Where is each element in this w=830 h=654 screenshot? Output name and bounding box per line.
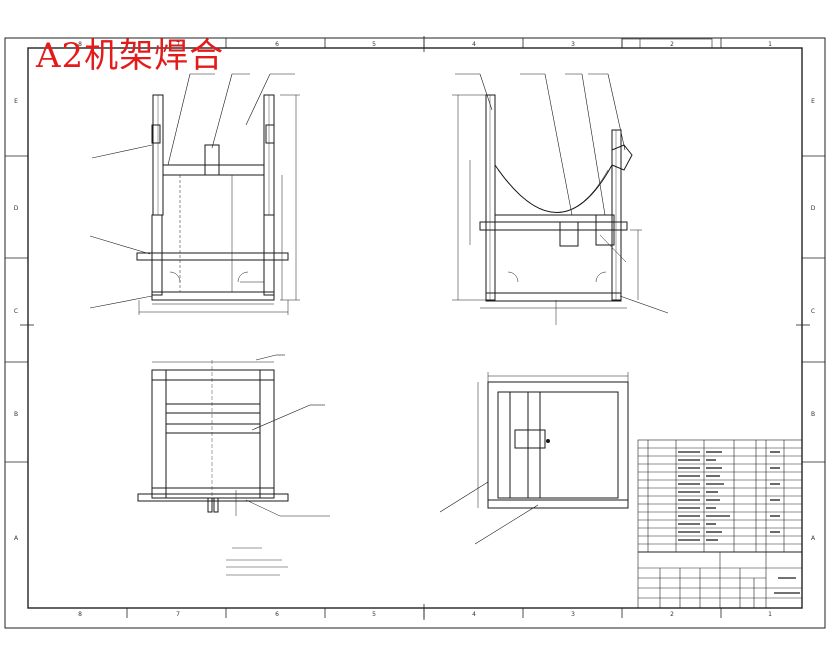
svg-text:7: 7	[176, 611, 180, 618]
svg-text:A: A	[14, 535, 19, 542]
svg-text:C: C	[14, 308, 18, 315]
plan-outer-frame	[487, 381, 629, 509]
svg-text:4: 4	[472, 611, 476, 618]
svg-text:3: 3	[571, 611, 575, 618]
sheet-inner-frame	[27, 47, 803, 609]
svg-text:E: E	[14, 98, 18, 105]
svg-text:6: 6	[275, 41, 279, 48]
zone-labels: E D C B A E D C B A 8 7 6 5 4 3 2 1 8 7 …	[14, 41, 816, 618]
svg-text:1: 1	[768, 611, 772, 618]
mid-rail	[136, 252, 289, 261]
svg-text:4: 4	[472, 41, 476, 48]
cradle-arc	[494, 164, 613, 213]
side-view	[452, 73, 669, 325]
side-base-rail	[485, 292, 622, 302]
svg-text:B: B	[14, 411, 18, 418]
svg-text:5: 5	[372, 41, 376, 48]
svg-text:8: 8	[78, 41, 82, 48]
svg-text:5: 5	[372, 611, 376, 618]
svg-text:2: 2	[670, 41, 674, 48]
svg-text:2: 2	[670, 611, 674, 618]
cross-beam	[162, 164, 265, 176]
bom-cell-marks	[678, 451, 800, 594]
top-rail-1	[165, 403, 261, 414]
technical-notes	[226, 547, 288, 576]
svg-text:D: D	[14, 205, 19, 212]
svg-text:A: A	[811, 535, 816, 542]
zone-ticks	[5, 36, 825, 620]
sheet-outer-frame	[4, 37, 826, 629]
front-view	[89, 73, 300, 315]
title-block	[637, 439, 803, 609]
svg-text:E: E	[811, 98, 815, 105]
base-rail	[151, 291, 275, 301]
svg-text:C: C	[811, 308, 815, 315]
svg-text:3: 3	[571, 41, 575, 48]
reversed-code-box	[621, 38, 713, 49]
top-rail-2	[165, 423, 261, 434]
drawing-title: A2机架焊合	[36, 36, 225, 76]
plan-view	[439, 372, 629, 545]
top-view	[137, 354, 330, 517]
pivot-bracket	[611, 144, 633, 171]
svg-text:7: 7	[176, 41, 180, 48]
side-left-post	[485, 94, 496, 301]
svg-text:B: B	[811, 411, 815, 418]
svg-text:8: 8	[78, 611, 82, 618]
svg-text:6: 6	[275, 611, 279, 618]
side-mid-rail	[479, 221, 628, 231]
svg-text:D: D	[811, 205, 816, 212]
svg-text:1: 1	[768, 41, 772, 48]
top-frame	[151, 369, 275, 499]
